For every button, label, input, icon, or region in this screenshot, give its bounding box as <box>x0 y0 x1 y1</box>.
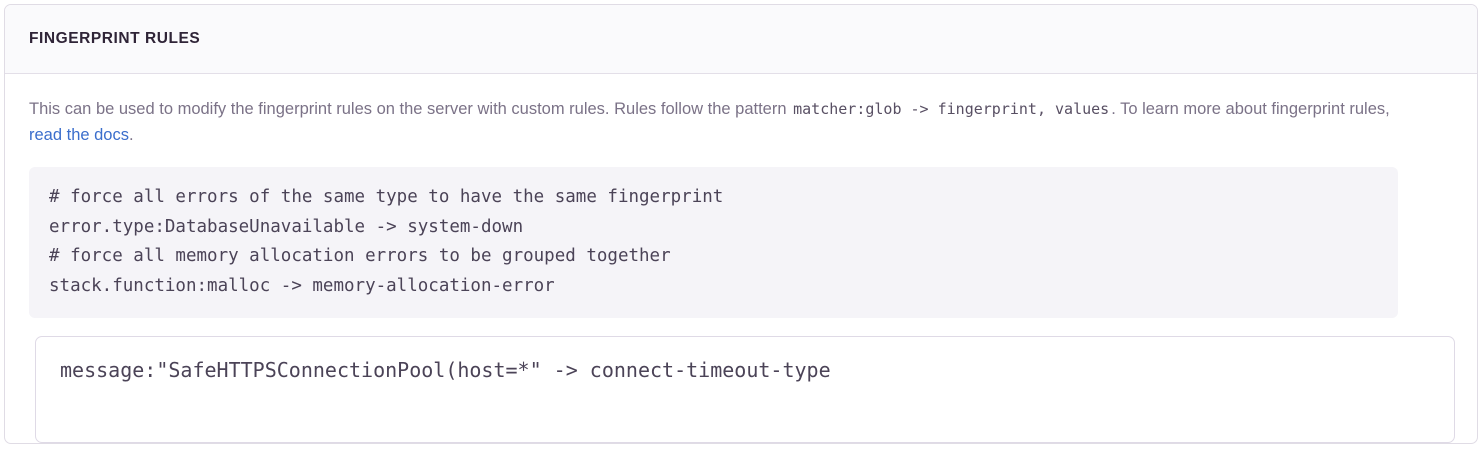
panel-header: FINGERPRINT RULES <box>5 5 1477 74</box>
read-the-docs-link[interactable]: read the docs <box>29 126 129 144</box>
example-code-text: # force all errors of the same type to h… <box>49 187 724 296</box>
panel-description: This can be used to modify the fingerpri… <box>29 96 1419 148</box>
example-code-block: # force all errors of the same type to h… <box>29 167 1398 318</box>
description-text-part1: This can be used to modify the fingerpri… <box>29 100 792 118</box>
inline-code-pattern: matcher:glob -> fingerprint, values <box>793 100 1110 118</box>
fingerprint-rules-input[interactable] <box>35 336 1455 443</box>
page-title: FINGERPRINT RULES <box>29 30 201 47</box>
description-text-part2: . To learn more about fingerprint rules, <box>1111 100 1390 118</box>
description-text-part3: . <box>128 126 134 144</box>
panel-body: This can be used to modify the fingerpri… <box>5 74 1477 443</box>
fingerprint-rules-panel: FINGERPRINT RULES This can be used to mo… <box>4 4 1478 444</box>
